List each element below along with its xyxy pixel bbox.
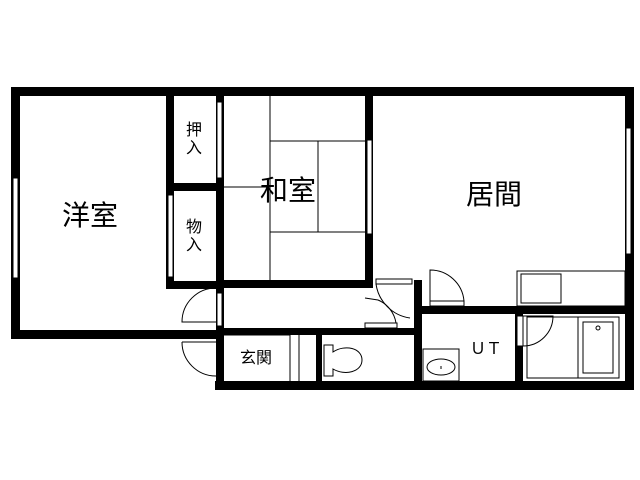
room-label-oshiire: 押入 — [183, 121, 202, 157]
room-label-western: 洋室 — [62, 199, 119, 232]
room-label-unit-toilet: ＵＴ — [470, 339, 503, 358]
room-label-monoire: 物入 — [183, 218, 202, 254]
room-label-entrance: 玄関 — [240, 348, 273, 367]
windows — [12, 101, 632, 327]
walls — [11, 87, 634, 390]
doors — [181, 269, 554, 381]
tatami-lines — [224, 96, 365, 280]
bathtub — [526, 316, 620, 379]
room-label-living: 居間 — [466, 178, 523, 211]
sink — [422, 348, 460, 382]
toilet — [323, 344, 363, 377]
room-label-japanese: 和室 — [260, 174, 317, 207]
kitchen-counter — [516, 270, 626, 307]
